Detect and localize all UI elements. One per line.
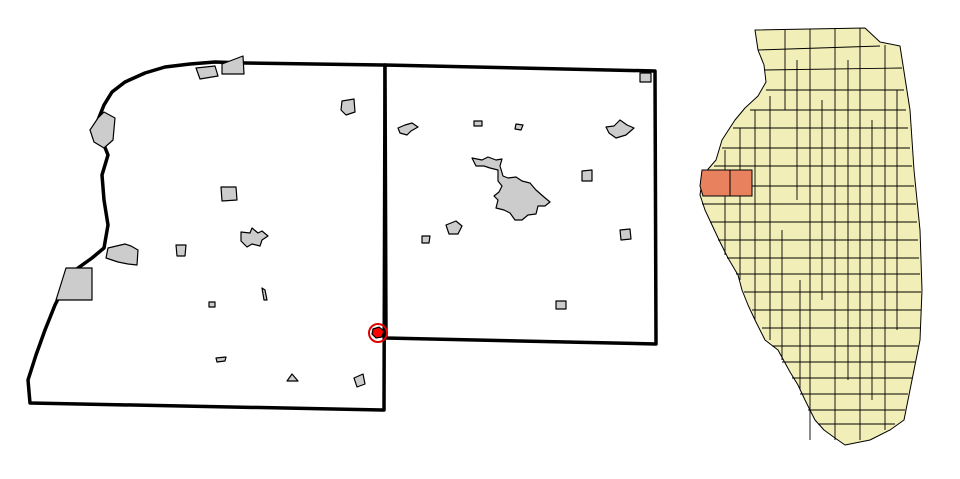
place-southeast	[353, 373, 366, 388]
state-outline	[699, 27, 923, 446]
place-central-town	[240, 227, 269, 248]
place-north-center	[340, 98, 356, 116]
place-small-2	[514, 123, 524, 131]
place-river-north-2	[221, 55, 245, 75]
place-ne-corner	[639, 72, 652, 83]
place-river-southwest	[55, 267, 93, 301]
place-south-tri	[286, 373, 299, 382]
highlighted-place	[368, 323, 388, 343]
place-west-small	[175, 244, 187, 257]
place-central-small	[220, 186, 238, 202]
place-west-dot	[421, 235, 431, 244]
highlight-ring	[368, 323, 388, 343]
place-river-north	[195, 65, 219, 80]
selected-county-west	[699, 169, 731, 197]
place-river-west-2	[105, 243, 139, 266]
place-river-west-1	[89, 111, 116, 149]
right-county-places	[397, 72, 652, 310]
place-east-mid	[581, 169, 593, 182]
highlighted-place-shape	[371, 326, 385, 339]
selected-county-east	[729, 169, 753, 197]
left-county-places	[55, 55, 366, 388]
place-small-1	[473, 120, 483, 127]
left-county	[26, 60, 387, 412]
place-east-north	[605, 119, 635, 139]
place-west-north	[397, 122, 419, 136]
place-south-dot-2	[215, 356, 227, 363]
place-south-square	[555, 300, 567, 310]
state-inset	[699, 27, 923, 446]
place-west-round	[445, 220, 463, 235]
place-south-dot-1	[208, 301, 216, 308]
place-county-seat	[471, 156, 551, 221]
place-south-line	[261, 287, 268, 301]
place-east-south	[619, 228, 632, 241]
